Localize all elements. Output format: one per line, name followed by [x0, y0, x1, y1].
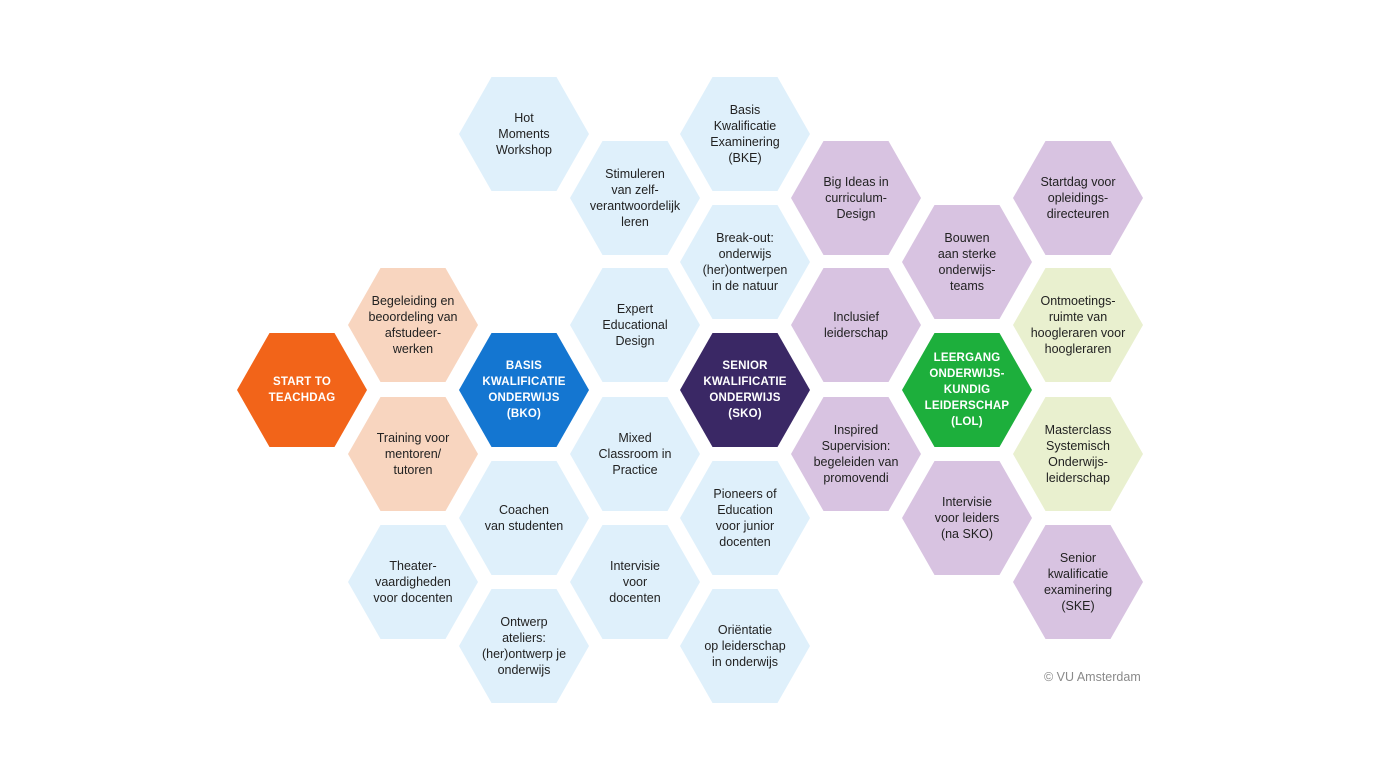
hex-label: Coachen van studenten — [484, 503, 564, 533]
hex-label: Begeleiding en beoordeling van afstudeer… — [368, 294, 458, 356]
hex-label: SENIOR KWALIFICATIE ONDERWIJS (SKO) — [703, 360, 787, 420]
hex-label: Pioneers of Education voor junior docent… — [713, 487, 777, 549]
hex-expert-educational-design[interactable]: Expert Educational Design — [570, 268, 700, 382]
hex-inspired-supervision[interactable]: Inspired Supervision: begeleiden van pro… — [791, 397, 921, 511]
hex-coachen-studenten[interactable]: Coachen van studenten — [459, 461, 589, 575]
hex-training-mentoren[interactable]: Training voor mentoren/ tutoren — [348, 397, 478, 511]
hex-label: Break-out: onderwijs (her)ontwerpen in d… — [702, 231, 788, 293]
hex-label: Senior kwalificatie examinering (SKE) — [1043, 551, 1113, 613]
hex-label: Ontwerp ateliers: (her)ontwerp je onderw… — [481, 615, 567, 677]
hex-label: Intervisie voor docenten — [609, 559, 661, 605]
hex-bouwen-teams[interactable]: Bouwen aan sterke onderwijs- teams — [902, 205, 1032, 319]
hex-label: Inspired Supervision: begeleiden van pro… — [813, 423, 899, 485]
hex-label: BASIS KWALIFICATIE ONDERWIJS (BKO) — [482, 360, 566, 420]
hex-ontwerp-ateliers[interactable]: Ontwerp ateliers: (her)ontwerp je onderw… — [459, 589, 589, 703]
hex-label: Bouwen aan sterke onderwijs- teams — [937, 231, 997, 293]
hex-start-to-teachdag[interactable]: START TO TEACHDAG — [237, 333, 367, 447]
hex-masterclass[interactable]: Masterclass Systemisch Onderwijs- leider… — [1013, 397, 1143, 511]
hex-ske[interactable]: Senior kwalificatie examinering (SKE) — [1013, 525, 1143, 639]
hex-intervisie-docenten[interactable]: Intervisie voor docenten — [570, 525, 700, 639]
hex-theatervaardigheden[interactable]: Theater- vaardigheden voor docenten — [348, 525, 478, 639]
hex-sko[interactable]: SENIOR KWALIFICATIE ONDERWIJS (SKO) — [680, 333, 810, 447]
hex-label: LEERGANG ONDERWIJS- KUNDIG LEIDERSCHAP (… — [924, 352, 1010, 428]
hex-pioneers-of-education[interactable]: Pioneers of Education voor junior docent… — [680, 461, 810, 575]
hex-ontmoetingsruimte[interactable]: Ontmoetings- ruimte van hoogleraren voor… — [1013, 268, 1143, 382]
hex-label: Hot Moments Workshop — [495, 111, 553, 157]
hex-label: START TO TEACHDAG — [268, 376, 336, 404]
hex-break-out[interactable]: Break-out: onderwijs (her)ontwerpen in d… — [680, 205, 810, 319]
hex-label: Big Ideas in curriculum- Design — [823, 175, 889, 221]
hex-label: Theater- vaardigheden voor docenten — [373, 559, 453, 605]
hex-mixed-classroom[interactable]: Mixed Classroom in Practice — [570, 397, 700, 511]
hex-lol[interactable]: LEERGANG ONDERWIJS- KUNDIG LEIDERSCHAP (… — [902, 333, 1032, 447]
hex-label: Stimuleren van zelf- verantwoordelijk le… — [589, 167, 681, 229]
hex-label: Basis Kwalificatie Examinering (BKE) — [710, 103, 780, 165]
hex-label: Inclusief leiderschap — [824, 310, 888, 340]
copyright-text: © VU Amsterdam — [1044, 670, 1141, 684]
hex-begeleiding-beoordeling[interactable]: Begeleiding en beoordeling van afstudeer… — [348, 268, 478, 382]
hex-label: Oriëntatie op leiderschap in onderwijs — [704, 623, 786, 669]
hex-label: Ontmoetings- ruimte van hoogleraren voor… — [1030, 294, 1126, 356]
hex-bko[interactable]: BASIS KWALIFICATIE ONDERWIJS (BKO) — [459, 333, 589, 447]
hex-stimuleren-zelfverantwoordelijk[interactable]: Stimuleren van zelf- verantwoordelijk le… — [570, 141, 700, 255]
hex-label: Masterclass Systemisch Onderwijs- leider… — [1044, 423, 1112, 485]
hex-label: Intervisie voor leiders (na SKO) — [934, 495, 1000, 541]
hex-label: Training voor mentoren/ tutoren — [376, 431, 450, 477]
hex-big-ideas[interactable]: Big Ideas in curriculum- Design — [791, 141, 921, 255]
hex-label: Startdag voor opleidings- directeuren — [1040, 175, 1116, 221]
hex-startdag-opleidingsdirecteuren[interactable]: Startdag voor opleidings- directeuren — [1013, 141, 1143, 255]
hex-orientatie-leiderschap[interactable]: Oriëntatie op leiderschap in onderwijs — [680, 589, 810, 703]
hex-bke[interactable]: Basis Kwalificatie Examinering (BKE) — [680, 77, 810, 191]
hex-label: Expert Educational Design — [602, 302, 668, 348]
hex-intervisie-leiders[interactable]: Intervisie voor leiders (na SKO) — [902, 461, 1032, 575]
hex-inclusief-leiderschap[interactable]: Inclusief leiderschap — [791, 268, 921, 382]
hex-hot-moments-workshop[interactable]: Hot Moments Workshop — [459, 77, 589, 191]
hex-label: Mixed Classroom in Practice — [598, 431, 672, 477]
